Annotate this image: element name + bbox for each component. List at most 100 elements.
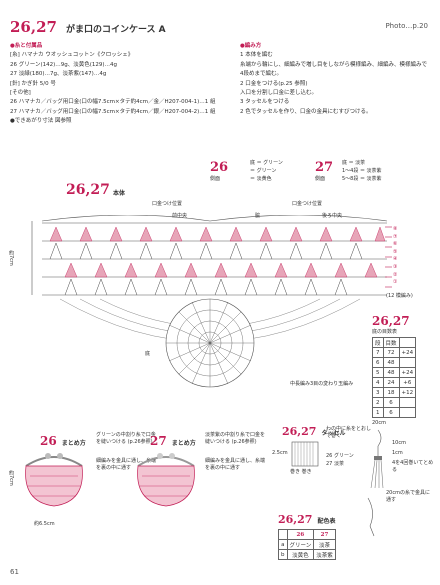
legend-26-caption: 側面 bbox=[210, 176, 221, 182]
table-cell: +6 bbox=[398, 377, 417, 388]
section-27-title: まとめ方 bbox=[171, 440, 196, 447]
method-line: 入口を分割し口金に差し込む。 bbox=[240, 90, 318, 97]
legend-27-row: 1〜4段 ＝ 淡茶紫 bbox=[342, 168, 382, 174]
section-26-note2: 細編みを金具に通し、糸端を裏の中に通す bbox=[96, 458, 157, 471]
page-number: 61 bbox=[10, 568, 19, 576]
crochet-diagram bbox=[31, 215, 392, 388]
row-number: ① bbox=[393, 279, 398, 286]
table-cell: 18 bbox=[382, 387, 400, 398]
tassel-attach-note: 20cmの糸で金具に通す bbox=[386, 490, 430, 503]
legend-27-row: 5〜8段 ＝ 淡茶紫 bbox=[342, 176, 382, 182]
tassel-length-10: 10cm bbox=[392, 440, 406, 446]
section-26-number: 26 bbox=[40, 434, 57, 448]
side-center-label: 脇 bbox=[255, 213, 261, 219]
diagram-title: 26,27 bbox=[66, 182, 110, 198]
tassel-note: わの中に糸をとおして巻く bbox=[326, 426, 372, 439]
row-number: ③ bbox=[393, 263, 398, 270]
row-number: ② bbox=[393, 271, 398, 278]
kuchigane-curve bbox=[41, 215, 388, 222]
table-cell: 3 bbox=[372, 387, 384, 398]
tassel-illustration bbox=[367, 429, 384, 537]
tassel-number: 26,27 bbox=[282, 425, 317, 438]
table-cell: 6 bbox=[382, 407, 400, 418]
materials-line: [針] かぎ針 5/0 号 bbox=[10, 80, 56, 87]
table-cell: +12 bbox=[398, 387, 417, 398]
row-numbers: ⑧ ⑦ ⑥ ⑤ ④ ③ ② ① bbox=[393, 226, 397, 287]
table-header bbox=[398, 337, 417, 348]
page-title: 26,27 bbox=[10, 18, 57, 36]
materials-line: 27 淡緑(180)…7g、淡茶紫(147)…4g bbox=[10, 71, 107, 78]
height-label: 約7cm bbox=[8, 250, 14, 266]
tassel-color-26: 26 グリーン bbox=[326, 453, 354, 459]
front-center-label: 前中央 bbox=[172, 213, 188, 219]
legend-26-row: ＝ グリーン bbox=[250, 168, 277, 174]
method-line: 1 本体を編む bbox=[240, 52, 273, 59]
table-cell: 淡茶紫 bbox=[313, 549, 336, 560]
stitch-note: 中長編み3目の変わり玉編み bbox=[290, 381, 354, 387]
table-cell: 6 bbox=[382, 397, 400, 408]
table-cell: 48 bbox=[382, 357, 400, 368]
legend-27-row: 底 ＝ 淡茶 bbox=[342, 160, 366, 166]
table-cell bbox=[398, 407, 417, 418]
row-number: ⑦ bbox=[393, 233, 398, 240]
table-cell: a bbox=[278, 539, 288, 550]
title-text: がま口のコインケース A bbox=[66, 25, 166, 35]
table-cell: 6 bbox=[372, 357, 384, 368]
materials-line: ●できあがり寸法 図参照 bbox=[10, 118, 72, 125]
table-cell: 4 bbox=[372, 377, 384, 388]
kuchigane-label-left: 口金つけ位置 bbox=[152, 201, 183, 207]
legend-26-row: ＝ 淡黄色 bbox=[250, 176, 272, 182]
table-cell: グリーン bbox=[286, 539, 315, 550]
materials-line: 27 ハマナカ／バッグ用口金(口の幅7.5cm×タテ約4cm／銀／H207-00… bbox=[10, 108, 216, 115]
legend-26-row: 底 ＝ グリーン bbox=[250, 160, 283, 166]
row-number: ⑤ bbox=[393, 248, 398, 255]
materials-heading: ●糸と付属品 bbox=[10, 43, 43, 49]
table-cell: 2 bbox=[372, 397, 384, 408]
table-cell: 淡茶 bbox=[313, 539, 336, 550]
count-table-subtitle: 底の目数表 bbox=[372, 329, 398, 335]
table-cell: 24 bbox=[382, 377, 400, 388]
table-cell bbox=[398, 397, 417, 408]
color-table-number: 26,27 bbox=[278, 513, 313, 526]
section-27: 27 まとめ方 bbox=[150, 430, 196, 449]
method-line: 2 口金をつける(p.25 参照) bbox=[240, 80, 308, 87]
table-cell: 淡黄色 bbox=[286, 549, 315, 560]
section-26-title: まとめ方 bbox=[61, 440, 86, 447]
method-line: 3 タッセルをつける bbox=[240, 99, 290, 106]
section-27-note2: 細編みを金具に通し、糸端を裏の中に通す bbox=[205, 458, 266, 471]
method-heading: ●編み方 bbox=[240, 43, 262, 49]
method-line: 糸端から輪にし、細編みで増し目をしながら模様編み、細編み、模様編みで4段めまで編… bbox=[240, 61, 428, 78]
table-header: 目数 bbox=[382, 337, 400, 348]
tassel-width: 2.5cm bbox=[272, 450, 288, 456]
table-cell: +24 bbox=[398, 367, 417, 378]
table-header: 段 bbox=[372, 337, 384, 348]
pattern-band bbox=[42, 221, 387, 299]
method-section: ●編み方 1 本体を編む 糸端から輪にし、細編みで増し目をしながら模様編み、細編… bbox=[240, 42, 430, 117]
row-number: ⑥ bbox=[393, 241, 398, 248]
table-cell: +24 bbox=[398, 347, 417, 358]
section-26-note1: グリーンの中割り糸で口金を縫いつける (p.26参照) bbox=[96, 432, 156, 445]
purse-27-illustration bbox=[137, 453, 195, 507]
table-cell: 48 bbox=[382, 367, 400, 378]
side-measure: (12 模編み) bbox=[386, 293, 413, 299]
table-cell: 5 bbox=[372, 367, 384, 378]
legend-26-rows: 底 ＝ グリーン ＝ グリーン ＝ 淡黄色 bbox=[250, 159, 283, 183]
table-cell: b bbox=[278, 549, 288, 560]
method-line: 2 色でタッセルを作り、口金の金具にむすびつける。 bbox=[240, 108, 372, 115]
bottom-circle bbox=[165, 298, 255, 388]
tassel-section: 26,27 タッセル bbox=[282, 420, 346, 439]
section-27-note1: 淡茶紫の中割り糸で口金を縫いつける (p.26参照) bbox=[205, 432, 266, 445]
color-legend-26: 26 側面 bbox=[210, 160, 300, 182]
purse-width: 約6.5cm bbox=[34, 521, 55, 527]
tassel-wind-note: 4を4回巻いてとめる bbox=[392, 460, 434, 473]
materials-section: ●糸と付属品 [糸] ハマナカ ウオッシュコットン《クロッシェ》 26 グリーン… bbox=[10, 42, 220, 127]
legend-27-number: 27 bbox=[315, 160, 334, 175]
tassel-card-illustration bbox=[291, 441, 319, 467]
